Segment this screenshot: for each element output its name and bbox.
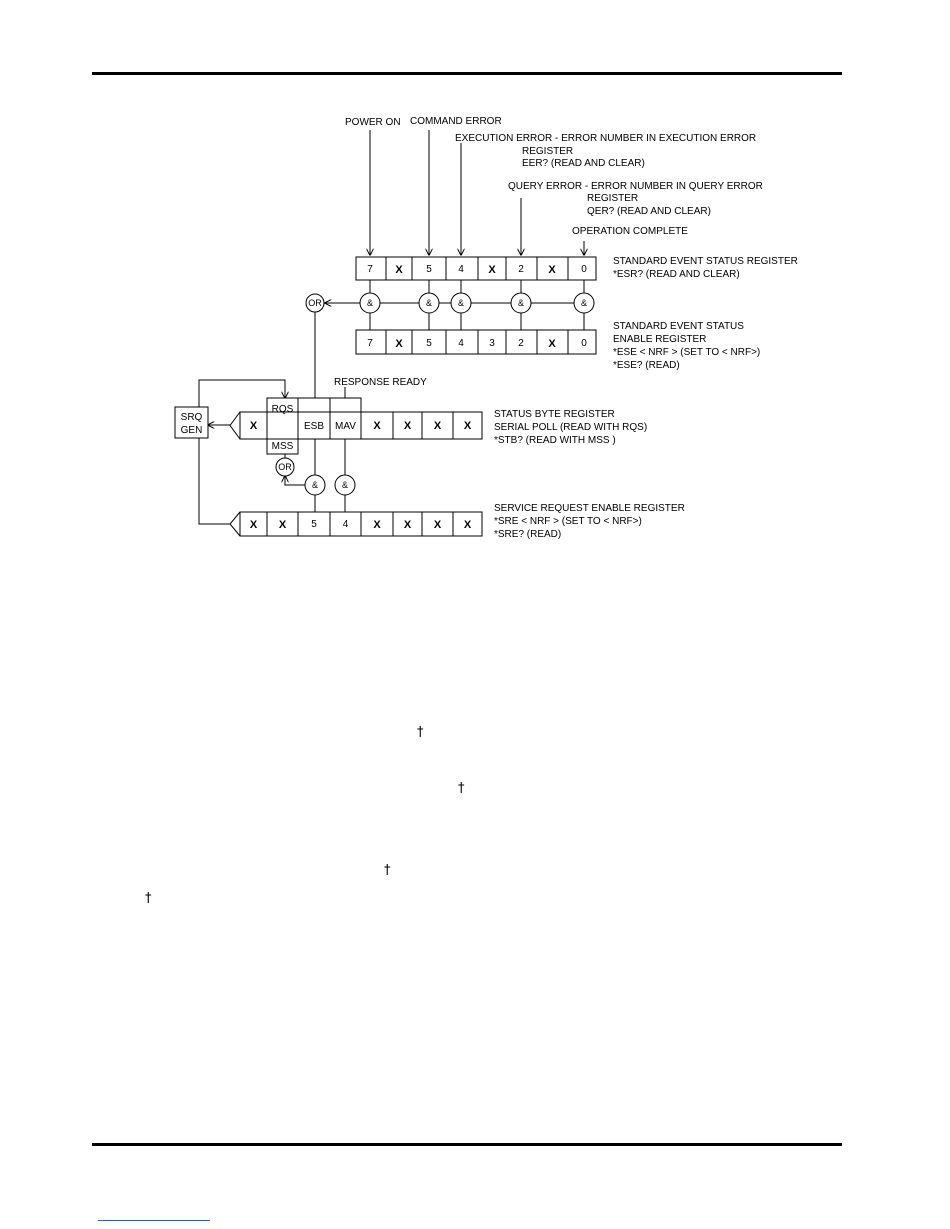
footer-underline xyxy=(98,1220,210,1221)
and-gate-label: & xyxy=(312,480,318,490)
stb-cell: X xyxy=(404,420,412,432)
and-gate-2 xyxy=(510,292,532,314)
sre-cell: X xyxy=(279,519,287,531)
sre-cell: X xyxy=(373,519,381,531)
esr-register xyxy=(355,256,597,281)
stb-cell-mav: MAV xyxy=(335,421,356,432)
sre-label-2: *SRE < NRF > (SET TO < NRF>) xyxy=(494,516,642,527)
dagger-marker: † xyxy=(417,725,424,740)
or-gate-1-label: OR xyxy=(308,298,322,308)
ese-cell: 0 xyxy=(581,338,587,349)
and-gate-label: & xyxy=(518,298,524,308)
sre-cell: X xyxy=(404,519,412,531)
sre-label-1: SERVICE REQUEST ENABLE REGISTER xyxy=(494,503,685,514)
dagger-marker: † xyxy=(458,781,465,796)
stb-cell: X xyxy=(464,420,472,432)
stb-cell-rqs: RQS xyxy=(272,404,294,415)
label-query-error-2: REGISTER xyxy=(587,193,638,204)
stb-label-1: STATUS BYTE REGISTER xyxy=(494,409,615,420)
esr-cell: 7 xyxy=(367,264,373,275)
esr-cell: 5 xyxy=(426,264,432,275)
ese-cell: X xyxy=(548,338,556,350)
label-response-ready: RESPONSE READY xyxy=(334,377,427,388)
or-gate-2-label: OR xyxy=(278,462,292,472)
stb-label-2: SERIAL POLL (READ WITH RQS) xyxy=(494,422,647,433)
bottom-rule xyxy=(92,1143,842,1146)
ese-cell: X xyxy=(395,338,403,350)
or-gate-1 xyxy=(305,293,325,313)
esr-cell: X xyxy=(548,264,556,276)
and-gate-mav xyxy=(334,474,356,496)
and-gate-label: & xyxy=(342,480,348,490)
dagger-marker: † xyxy=(384,863,391,878)
ese-cell: 7 xyxy=(367,338,373,349)
stb-cell: X xyxy=(250,420,258,432)
label-query-error: QUERY ERROR - ERROR NUMBER IN QUERY ERRO… xyxy=(508,181,763,192)
ese-register xyxy=(355,329,597,355)
label-command-error: COMMAND ERROR xyxy=(410,116,502,127)
ese-cell: 4 xyxy=(458,338,464,349)
sre-cell: 5 xyxy=(311,519,317,530)
esr-cell: X xyxy=(395,264,403,276)
stb-cell: X xyxy=(373,420,381,432)
ese-cell: 3 xyxy=(489,338,495,349)
and-gate-label: & xyxy=(458,298,464,308)
esr-label-1: STANDARD EVENT STATUS REGISTER xyxy=(613,256,798,267)
srq-gen-label-1: SRQ xyxy=(181,412,203,423)
label-query-error-3: QER? (READ AND CLEAR) xyxy=(587,206,711,217)
and-gate-7 xyxy=(359,292,381,314)
or-gate-2 xyxy=(275,457,295,477)
esr-cell: 2 xyxy=(518,264,524,275)
and-gate-esb xyxy=(304,474,326,496)
top-rule xyxy=(92,72,842,75)
and-gate-label: & xyxy=(367,298,373,308)
label-power-on: POWER ON xyxy=(345,117,401,128)
ese-label-3: *ESE < NRF > (SET TO < NRF>) xyxy=(613,347,760,358)
sre-cell: 4 xyxy=(343,519,349,530)
stb-cell-esb: ESB xyxy=(304,421,324,432)
label-execution-error: EXECUTION ERROR - ERROR NUMBER IN EXECUT… xyxy=(455,133,756,144)
ese-label-2: ENABLE REGISTER xyxy=(613,334,706,345)
esr-label-2: *ESR? (READ AND CLEAR) xyxy=(613,269,740,280)
esr-cell: X xyxy=(488,264,496,276)
sre-cell: X xyxy=(464,519,472,531)
sre-cell: X xyxy=(250,519,258,531)
sre-cell: X xyxy=(434,519,442,531)
ese-label-1: STANDARD EVENT STATUS xyxy=(613,321,744,332)
stb-cell-mss: MSS xyxy=(272,441,294,452)
ese-label-4: *ESE? (READ) xyxy=(613,360,680,371)
esr-cell: 0 xyxy=(581,264,587,275)
ese-cell: 5 xyxy=(426,338,432,349)
and-gate-label: & xyxy=(581,298,587,308)
status-register-diagram: OR & & & & & OR & & POWER ON COMMAND ERR… xyxy=(174,116,798,540)
gates xyxy=(275,292,595,496)
and-gate-0 xyxy=(573,292,595,314)
stb-label-3: *STB? (READ WITH MSS ) xyxy=(494,435,616,446)
label-operation-complete: OPERATION COMPLETE xyxy=(572,226,688,237)
label-execution-error-3: EER? (READ AND CLEAR) xyxy=(522,158,645,169)
stb-cell: X xyxy=(434,420,442,432)
dagger-marker: † xyxy=(145,891,152,906)
srq-gen-label-2: GEN xyxy=(181,425,203,436)
label-execution-error-2: REGISTER xyxy=(522,146,573,157)
esr-cell: 4 xyxy=(458,264,464,275)
and-gate-5 xyxy=(418,292,440,314)
sre-label-3: *SRE? (READ) xyxy=(494,529,561,540)
and-gate-label: & xyxy=(426,298,432,308)
ese-cell: 2 xyxy=(518,338,524,349)
and-gate-4 xyxy=(450,292,472,314)
